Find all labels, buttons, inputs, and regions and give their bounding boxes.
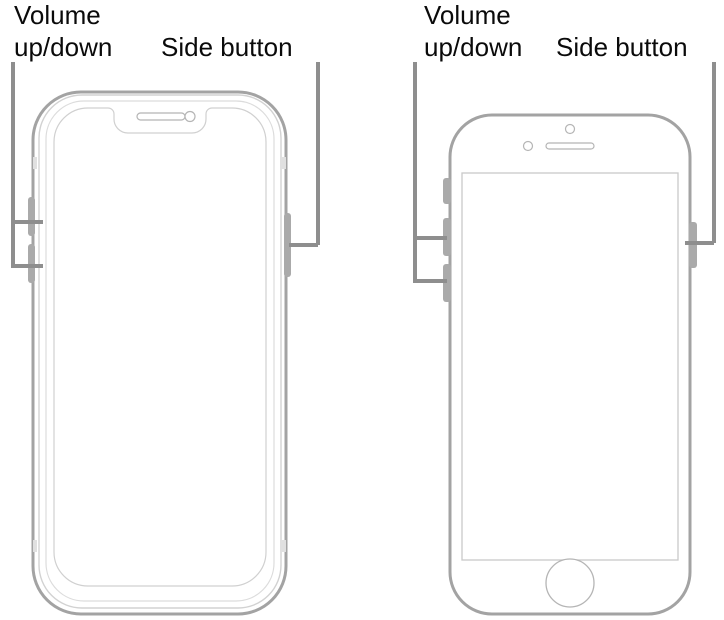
device-left-iphone-face-id [28,90,291,616]
right-front-camera-icon [564,123,576,135]
left-side-button[interactable] [284,213,291,277]
left-device-bezel [45,100,275,602]
left-volume-up-button[interactable] [28,197,35,236]
right-earpiece-speaker-icon [545,142,595,150]
left-side-button-callout-leader [289,62,320,247]
right-proximity-sensor-icon [522,140,534,152]
left-antenna-seam-bottom-right [282,540,286,552]
left-device-inner-rim [38,94,282,609]
left-volume-label-line2: up/down [14,32,112,62]
right-side-button-callout-leader [685,62,716,245]
device-right-iphone-home-button [443,113,697,616]
left-volume-label-line1: Volume [14,0,101,30]
left-volume-callout-leader [11,62,43,268]
left-antenna-seam-top [33,157,37,169]
right-volume-label-line1: Volume [424,0,511,30]
right-side-button-label: Side button [556,32,688,62]
right-home-button[interactable] [545,558,595,608]
left-side-button-label: Side button [161,32,293,62]
right-ring-silent-switch[interactable] [443,178,451,204]
left-earpiece-speaker-icon [136,112,186,121]
right-device-screen [461,172,679,561]
left-volume-down-button[interactable] [28,244,35,283]
right-volume-label-line2: up/down [424,32,522,62]
left-antenna-seam-top-right [282,157,286,169]
left-device-screen [53,107,267,587]
left-antenna-seam-bottom [33,540,37,552]
left-front-camera-icon [184,110,196,123]
right-volume-callout-leader [413,62,447,283]
